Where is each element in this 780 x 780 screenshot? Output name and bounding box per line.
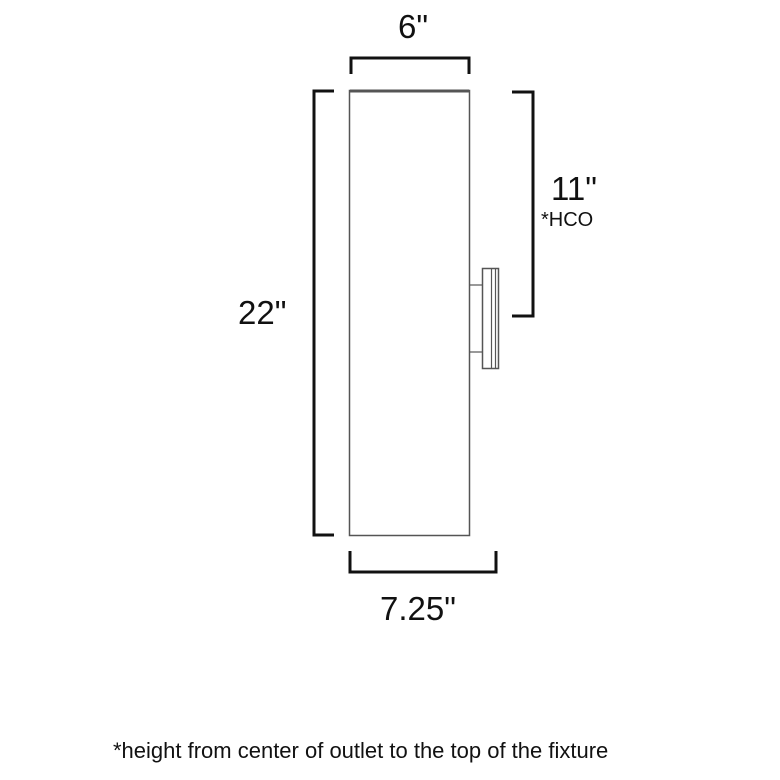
- hco-bracket: [512, 90, 535, 318]
- height-label: 22": [238, 294, 287, 331]
- fixture-body: [348, 89, 471, 537]
- wall-mount-bracket: [469, 267, 500, 370]
- top-width-label: 6": [398, 8, 429, 45]
- hco-note-label: *HCO: [541, 209, 594, 231]
- footnote: *height from center of outlet to the top…: [113, 738, 609, 763]
- hco-label: 11": [551, 170, 597, 207]
- height-bracket: [312, 89, 334, 537]
- top-width-bracket: [349, 56, 471, 74]
- bottom-width-label: 7.25": [380, 590, 456, 627]
- bottom-width-bracket: [348, 551, 498, 574]
